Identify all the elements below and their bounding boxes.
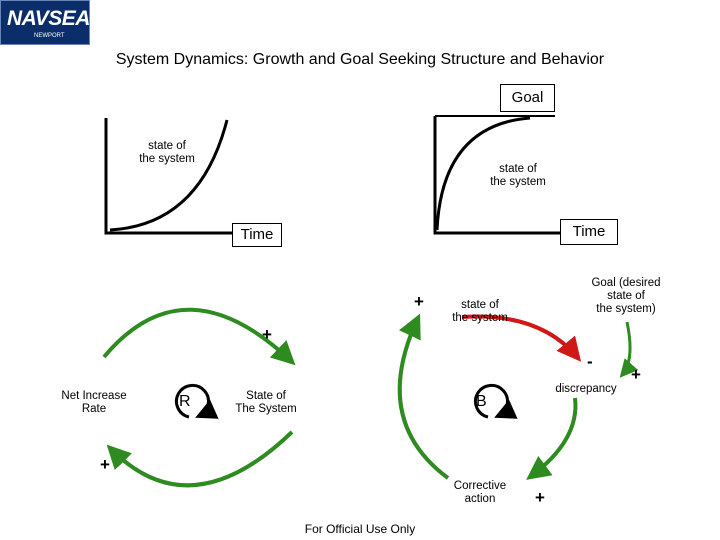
growth-axes	[104, 118, 248, 235]
r-bottom-sign: +	[100, 455, 110, 474]
b-action-sign: +	[535, 488, 545, 507]
reinforcing-loop-arrows	[102, 307, 296, 488]
b-discrepancy-sign: -	[587, 352, 593, 371]
b-goal-sign: +	[631, 365, 641, 384]
r-top-sign: +	[262, 325, 272, 344]
logo-text: NAVSEA	[7, 7, 90, 30]
growth-time-label: Time	[232, 223, 282, 247]
b-loop-label: B	[476, 393, 487, 410]
growth-curve	[109, 119, 229, 232]
b-state-sign: +	[414, 292, 424, 311]
discrepancy-label: discrepancy	[555, 383, 617, 395]
b-circle-arrow	[474, 383, 518, 419]
footer-text: For Official Use Only	[304, 522, 416, 536]
arrow-state-to-rate	[106, 430, 294, 488]
balancing-loop-arrows	[397, 313, 639, 480]
page-title: System Dynamics: Growth and Goal Seeking…	[115, 51, 605, 68]
arrow-action-to-state	[397, 313, 450, 480]
growth-graph	[104, 118, 248, 235]
r-loop-label: R	[179, 393, 191, 410]
goal-label: Goal	[500, 84, 555, 112]
logo-subtext: NEWPORT	[34, 33, 65, 39]
arrow-state-to-discrepancy	[461, 314, 582, 362]
goal-axes	[433, 116, 578, 235]
navsea-logo: NAVSEA NEWPORT	[0, 0, 90, 45]
goal-time-label: Time	[560, 219, 618, 245]
r-circle-arrow	[175, 383, 219, 419]
arrow-rate-to-state	[102, 307, 296, 366]
arrow-goal-to-discrepancy	[619, 321, 639, 378]
goal-curve	[435, 116, 531, 231]
arrow-discrepancy-to-action	[526, 397, 578, 480]
goal-graph	[433, 115, 578, 235]
